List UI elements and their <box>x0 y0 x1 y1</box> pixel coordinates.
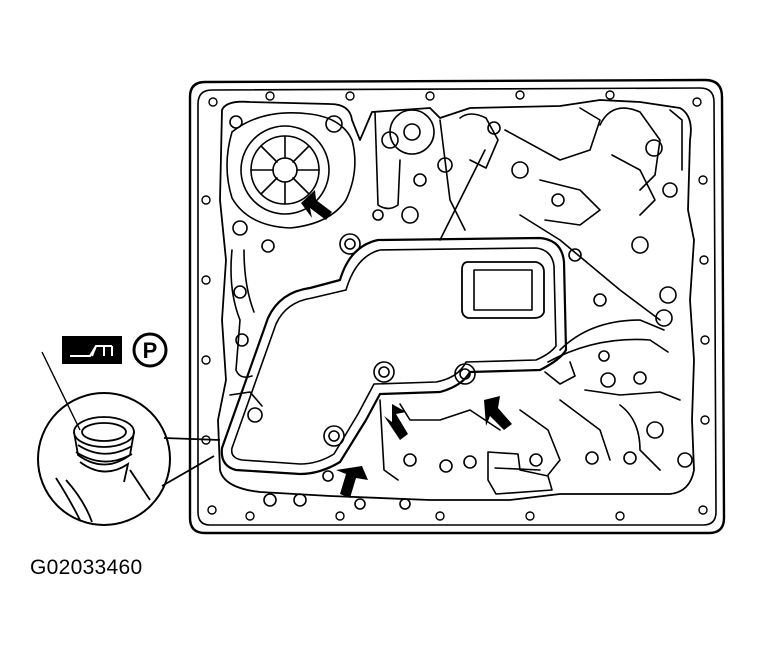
p-circle-symbol-icon: P <box>132 332 168 368</box>
lower-right-valves <box>263 309 693 510</box>
valve-body-outline <box>217 99 695 501</box>
seal-removal-tool-icon <box>62 336 122 364</box>
arrow-lower-left <box>336 466 368 498</box>
arrow-lower-right <box>484 396 512 430</box>
perimeter-bolt-holes <box>201 90 710 521</box>
pump-gear <box>226 112 356 229</box>
upper-valves <box>232 107 683 321</box>
bolt-arrows <box>301 190 512 498</box>
seal-inset <box>37 351 221 526</box>
arrow-upper-left <box>301 190 332 220</box>
figure-code: G02033460 <box>30 556 143 579</box>
plate-outline <box>188 78 726 535</box>
oil-strainer <box>220 236 568 476</box>
symbol-letter: P <box>143 338 158 363</box>
strainer-bolts <box>323 233 476 447</box>
left-channels <box>229 249 263 423</box>
arrow-lower-middle <box>384 404 408 440</box>
